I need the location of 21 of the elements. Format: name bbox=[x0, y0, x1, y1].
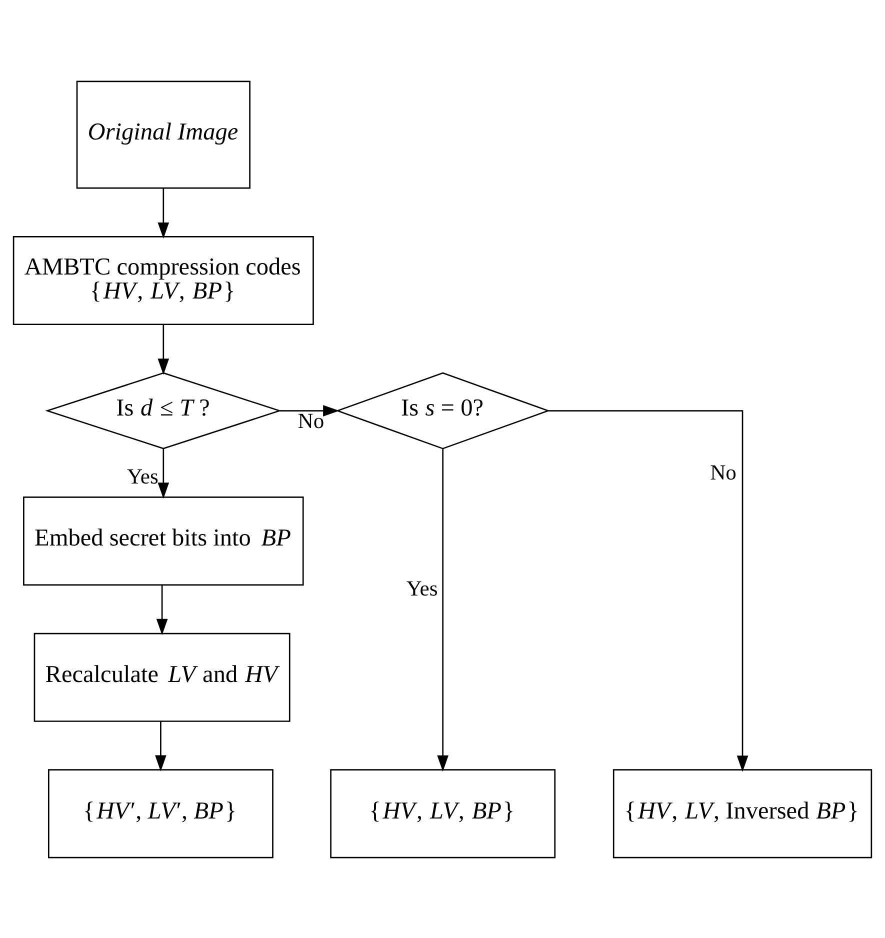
node-diamond: Is s = 0? bbox=[336, 372, 550, 449]
edge-label: No bbox=[710, 460, 736, 484]
node-box: {HV′, LV′, BP} bbox=[48, 768, 274, 858]
arrow bbox=[437, 448, 449, 772]
node-diamond: Is d ≤ T ? bbox=[45, 372, 282, 449]
arrow bbox=[280, 404, 340, 416]
node-box: Embed secret bits into BP bbox=[23, 496, 304, 586]
arrow bbox=[155, 720, 166, 771]
edge-label: Yes bbox=[406, 576, 438, 600]
node-box: Original Image bbox=[76, 80, 250, 188]
arrow bbox=[158, 448, 170, 498]
edge-label: No bbox=[298, 408, 324, 433]
arrow bbox=[548, 410, 748, 772]
node-box: Recalculate LV and HV bbox=[34, 632, 290, 722]
node-box: {HV, LV, Inversed BP} bbox=[612, 768, 872, 858]
node-box: AMBTC compression codes {HV, LV, BP} bbox=[12, 235, 314, 325]
arrow bbox=[156, 584, 168, 635]
edge-label: Yes bbox=[126, 464, 158, 488]
node-box: {HV, LV, BP} bbox=[330, 768, 556, 858]
arrow bbox=[158, 188, 170, 238]
arrow bbox=[158, 324, 170, 374]
